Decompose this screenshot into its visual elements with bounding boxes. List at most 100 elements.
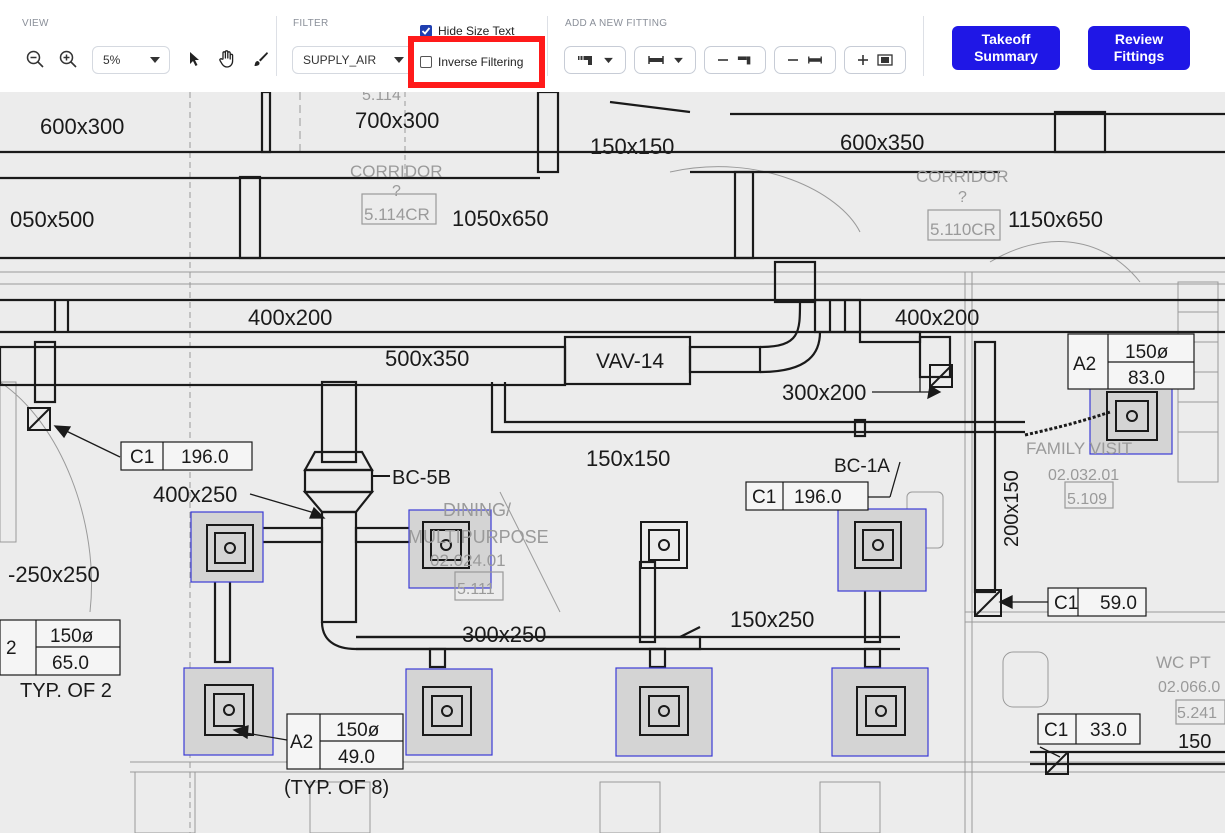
room-label: ? — [392, 183, 401, 200]
tag-value-label: 49.0 — [338, 747, 375, 768]
room-number-label: 02.066.0 — [1158, 679, 1220, 696]
room-name-label: CORRIDOR — [916, 167, 1009, 186]
duct-size-label: 1150x650 — [1008, 207, 1103, 232]
duct-size-label: 400x250 — [153, 482, 237, 507]
view-group-title: VIEW — [22, 18, 49, 29]
takeoff-summary-line2: Summary — [974, 48, 1038, 64]
room-number-label: 5.111 — [457, 581, 495, 598]
tag-value-label: 65.0 — [52, 653, 89, 674]
chevron-down-icon — [603, 57, 613, 63]
pointer-icon — [190, 52, 199, 66]
room-name-label: MULTIPURPOSE — [408, 527, 549, 547]
brush-icon — [254, 52, 268, 66]
room-label: ? — [958, 189, 967, 206]
add-branch-fitting-button[interactable] — [704, 46, 766, 74]
equipment-label: BC-1A — [834, 456, 890, 477]
room-name-label: FAMILY VISIT — [1026, 439, 1132, 458]
plus-icon — [858, 55, 868, 65]
remove-duct-fitting-button[interactable] — [774, 46, 836, 74]
duct-size-label: 600x350 — [840, 130, 924, 155]
room-number-label: 5.114CR — [364, 205, 430, 224]
inverse-filtering-label: Inverse Filtering — [438, 55, 524, 69]
tag-type-label: A2 — [290, 732, 313, 753]
takeoff-summary-line1: Takeoff — [981, 31, 1031, 47]
tag-value-label: 59.0 — [1100, 593, 1137, 614]
duct-size-label: 400x200 — [248, 305, 332, 330]
room-number-label: 5.110CR — [930, 220, 996, 239]
tag-value-label: 196.0 — [181, 447, 229, 468]
duct-size-label: 050x500 — [10, 207, 94, 232]
tag-type-label: C1 — [130, 447, 154, 468]
room-number-label: 5.109 — [1067, 491, 1107, 508]
add-fitting-group-title: ADD A NEW FITTING — [565, 18, 668, 29]
minus-icon — [788, 59, 798, 61]
duct-size-label: 400x200 — [895, 305, 979, 330]
duct-size-label: 300x250 — [462, 622, 546, 647]
inverse-filtering-checkbox[interactable]: Inverse Filtering — [420, 55, 523, 69]
duct-elbow-icon — [737, 56, 751, 65]
tag-type-label: C1 — [1044, 720, 1068, 741]
duct-size-label: 150x150 — [590, 134, 674, 159]
chevron-down-icon — [673, 57, 683, 63]
duct-elbow-icon — [577, 55, 592, 65]
hide-size-text-checkbox[interactable]: Hide Size Text — [420, 24, 514, 38]
drawing-labels: 600x300 700x300 5.114 150x150 600x350 CO… — [6, 92, 1220, 799]
tag-value-label: 83.0 — [1128, 368, 1165, 389]
tag-type-label: C1 — [752, 487, 776, 508]
zoom-in-icon — [59, 50, 77, 68]
filter-value: SUPPLY_AIR — [303, 53, 377, 67]
room-number-label: 5.241 — [1177, 705, 1217, 722]
diffuser-selection-box[interactable] — [615, 667, 713, 757]
review-fittings-line2: Fittings — [1113, 48, 1165, 64]
diffuser-selection-box[interactable] — [183, 667, 274, 756]
divider — [547, 16, 548, 76]
duct-segment-icon — [647, 56, 664, 64]
tag-boxes — [0, 193, 1225, 770]
diffuser-selection-box[interactable] — [405, 668, 493, 756]
divider — [923, 16, 924, 76]
tag-value-label: 33.0 — [1090, 720, 1127, 741]
tag-type-label: 2 — [6, 638, 17, 659]
main-ducts — [0, 92, 1225, 766]
duct-size-label: 600x300 — [40, 114, 124, 139]
duct-size-label: 200x150 — [1001, 470, 1023, 547]
review-fittings-line1: Review — [1114, 31, 1164, 47]
minus-icon — [718, 59, 728, 61]
zoom-out-icon — [26, 50, 44, 68]
tag-type-label: A2 — [1073, 354, 1096, 375]
duct-size-label: 1050x650 — [452, 206, 549, 231]
markup-tool-button[interactable] — [248, 46, 274, 72]
duct-size-label: 150x150 — [586, 446, 670, 471]
room-name-label: CORRIDOR — [350, 162, 443, 181]
tag-size-label: 150ø — [336, 720, 380, 741]
diffuser-selection-box[interactable] — [831, 667, 929, 757]
diffuser-selections — [183, 378, 1173, 757]
filter-select[interactable]: SUPPLY_AIR — [292, 46, 414, 74]
zoom-select[interactable]: 5% — [92, 46, 170, 74]
hide-size-text-label: Hide Size Text — [438, 24, 515, 38]
tag-size-label: 150ø — [1125, 342, 1169, 363]
add-elbow-fitting-button[interactable] — [564, 46, 626, 74]
pan-tool-button[interactable] — [214, 46, 240, 72]
zoom-in-button[interactable] — [55, 46, 81, 72]
drawing-canvas[interactable]: 600x300 700x300 5.114 150x150 600x350 CO… — [0, 92, 1225, 833]
room-name-label: WC PT — [1156, 653, 1211, 672]
tag-type-label: C1 — [1054, 593, 1078, 614]
add-duct-fitting-button[interactable] — [634, 46, 696, 74]
duct-size-label: 150x250 — [730, 607, 814, 632]
add-diffuser-button[interactable] — [844, 46, 906, 74]
duct-size-label: -250x250 — [8, 562, 100, 587]
room-number-label: 02.032.01 — [1048, 467, 1119, 484]
duct-size-label: 500x350 — [385, 346, 469, 371]
duct-size-label: 700x300 — [355, 108, 439, 133]
duct-size-label: 150 — [1178, 731, 1211, 753]
hvac-drawing: 600x300 700x300 5.114 150x150 600x350 CO… — [0, 92, 1225, 833]
zoom-out-button[interactable] — [22, 46, 48, 72]
tag-value-label: 196.0 — [794, 487, 842, 508]
select-tool-button[interactable] — [181, 46, 207, 72]
chevron-down-icon — [394, 57, 404, 63]
diffuser-symbols — [27, 364, 1158, 775]
checkbox-checked-icon — [420, 25, 432, 37]
